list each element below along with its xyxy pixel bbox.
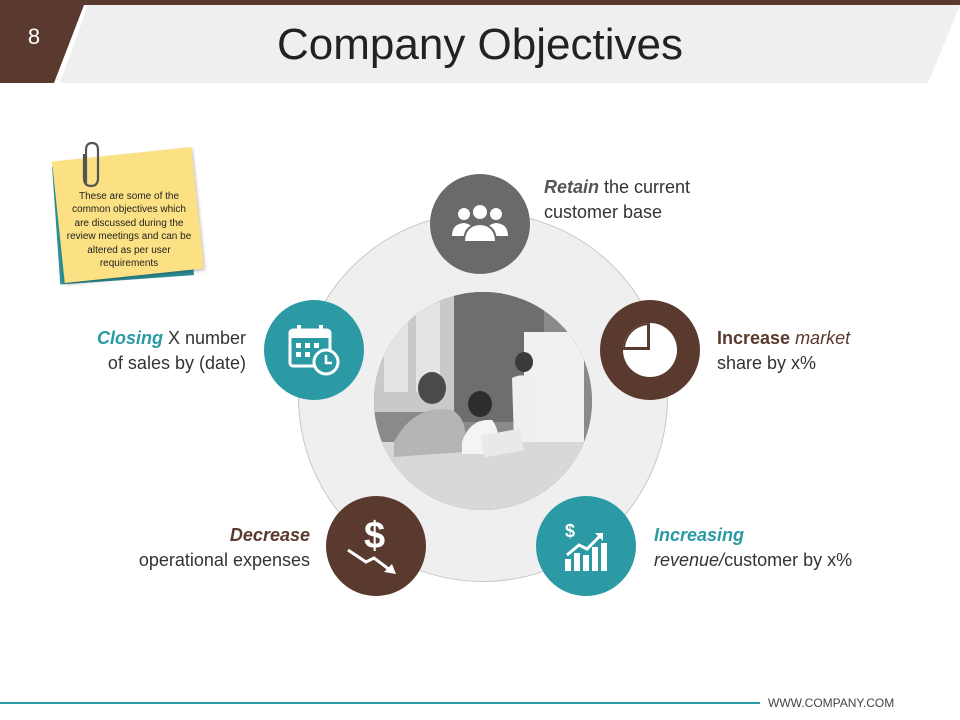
svg-text:$: $: [364, 515, 385, 557]
paperclip-icon: [82, 141, 100, 188]
revenue-label: Increasing revenue/customer by x%: [654, 525, 853, 570]
dollar-decline-icon: $: [347, 515, 396, 574]
slide-title: Company Objectives: [277, 20, 683, 69]
sticky-note-text: These are some of the common objectives …: [66, 191, 192, 270]
meeting-photo: [374, 292, 592, 510]
retain-label: Retain the current customer base: [544, 177, 691, 222]
top-accent-bar: [0, 0, 960, 5]
expenses-circle: $: [326, 496, 426, 596]
users-group-icon: [452, 203, 508, 243]
closing-circle: [264, 300, 364, 400]
footer-url[interactable]: WWW.COMPANY.COM: [768, 696, 895, 710]
pie-chart-icon: [623, 323, 677, 377]
svg-text:$: $: [565, 521, 575, 541]
title-band: [60, 5, 960, 83]
meeting-photo-illustration: [374, 292, 592, 510]
market-circle: [600, 300, 700, 400]
revenue-circle: $: [536, 496, 636, 596]
footer-line: [0, 702, 760, 704]
closing-label: Closing X number of sales by (date): [96, 328, 246, 373]
revenue-growth-chart-icon: $: [565, 521, 607, 571]
calendar-clock-icon: [288, 325, 340, 376]
slide-number: 8: [27, 24, 41, 49]
market-label: Increase market share by x%: [717, 328, 851, 373]
retain-circle: [430, 174, 530, 274]
expenses-label: Decrease operational expenses: [138, 525, 310, 570]
